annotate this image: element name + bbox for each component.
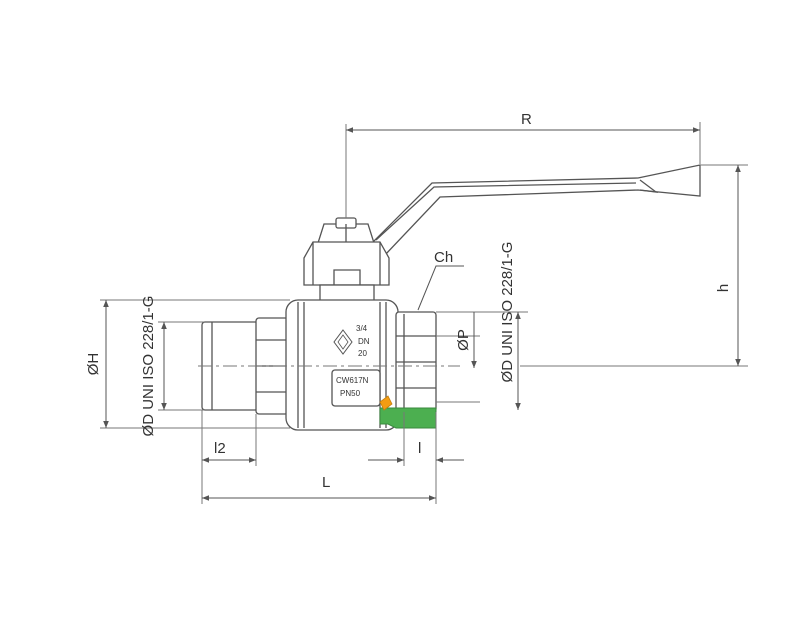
label-OP: ØP <box>455 329 472 351</box>
lever-handle <box>371 164 701 256</box>
seal-ring <box>379 395 437 429</box>
label-l2: l2 <box>214 440 226 457</box>
label-OD-right: ØD UNI ISO 228/1-G <box>499 242 516 383</box>
marking-plate <box>331 369 381 407</box>
label-L: L <box>322 474 330 491</box>
marking-dn-value: 20 <box>358 349 367 358</box>
label-OH: ØH <box>85 353 102 376</box>
logo-emblem <box>333 329 353 355</box>
label-R: R <box>521 111 532 128</box>
marking-pressure: PN50 <box>340 389 361 398</box>
dimension-labels: R h Ch ØH ØD UNI ISO 228/1-G ØP ØD UNI I… <box>85 111 732 491</box>
label-h: h <box>715 284 732 292</box>
label-OD-left: ØD UNI ISO 228/1-G <box>140 296 157 437</box>
left-hex-nut <box>255 317 289 415</box>
marking-dn: DN <box>358 337 370 346</box>
dim-Ch-leader <box>417 265 464 311</box>
right-hex-end <box>395 311 437 413</box>
label-l: l <box>418 440 421 457</box>
stem-nut <box>317 217 375 244</box>
marking-material: CW617N <box>336 376 369 385</box>
label-Ch: Ch <box>434 249 453 266</box>
dimension-lines <box>103 127 741 501</box>
extension-lines <box>100 122 748 504</box>
ball-valve <box>201 164 701 431</box>
marking-size: 3/4 <box>356 324 368 333</box>
handle-block <box>303 241 390 286</box>
body-markings: 3/4 DN 20 CW617N PN50 <box>336 324 370 398</box>
stem-neck <box>319 284 375 302</box>
